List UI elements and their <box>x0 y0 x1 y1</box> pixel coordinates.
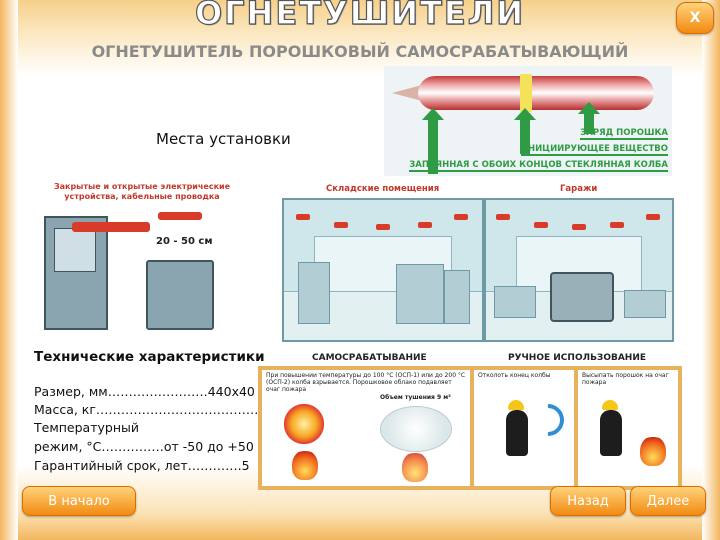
room-title-warehouse: Складские помещения <box>326 184 440 194</box>
extinguisher-band <box>520 74 532 112</box>
manual-step1-panel: Отколоть конец колбы <box>470 366 578 490</box>
auto-trigger-text: При повышении температуры до 100 °С (ОСП… <box>266 372 466 393</box>
auto-trigger-title: САМОСРАБАТЫВАНИЕ <box>312 353 427 363</box>
back-button[interactable]: Назад <box>550 486 626 516</box>
extinguisher-mount <box>158 212 202 220</box>
fire-icon <box>640 436 666 466</box>
room-title-garage: Гаражи <box>560 184 598 194</box>
spec-size: Размер, мм……………………440х40 <box>34 384 255 399</box>
manual-use-title: РУЧНОЕ ИСПОЛЬЗОВАНИЕ <box>508 353 647 363</box>
powder-cloud-icon <box>380 406 452 452</box>
electrical-cabinet <box>44 216 108 330</box>
auto-trigger-volume: Объем тушения 9 м³ <box>380 394 451 401</box>
distance-label: 20 - 50 см <box>156 236 213 247</box>
spec-size-label: Размер, мм <box>34 384 108 399</box>
extinguisher-mount <box>572 224 586 230</box>
workbench <box>494 286 536 318</box>
spec-size-dots: …………………… <box>107 384 208 399</box>
close-button[interactable]: X <box>676 2 714 34</box>
fire-icon <box>292 450 318 480</box>
extinguisher-mount <box>376 224 390 230</box>
spec-warranty-label: Гарантийный срок, лет <box>34 458 188 473</box>
person-icon <box>600 410 622 456</box>
diagram-label-powder: ЗАРЯД ПОРОШКА <box>580 128 668 140</box>
spec-mass-label: Масса, кг <box>34 402 96 417</box>
arrow-up-icon <box>514 108 536 154</box>
fire-icon <box>402 452 428 482</box>
manual-step2-text: Высыпать порошок на очаг пожара <box>582 372 669 386</box>
manual-step2-panel: Высыпать порошок на очаг пожара <box>574 366 682 490</box>
spec-mass-dots: ………………………………… <box>95 402 259 417</box>
rotate-arrow-icon <box>525 397 571 443</box>
arrow-up-icon <box>422 108 444 174</box>
storage-shelf <box>444 270 470 324</box>
extinguisher-mount <box>418 222 432 228</box>
extinguisher-tip <box>392 85 422 101</box>
spec-warranty: Гарантийный срок, лет………….5 <box>34 458 250 473</box>
helmet-icon <box>508 400 524 410</box>
person-icon <box>506 410 528 456</box>
warehouse-illustration <box>282 198 484 342</box>
page-subtitle: ОГНЕТУШИТЕЛЬ ПОРОШКОВЫЙ САМОСРАБАТЫВАЮЩИ… <box>91 42 629 61</box>
spec-temp-line1: Температурный <box>34 420 139 435</box>
extinguisher-mount <box>72 222 150 232</box>
spec-size-value: 440х40 <box>207 384 255 399</box>
cabinet-illustration: Закрытые и открытые электрические устрой… <box>30 182 262 334</box>
electrical-machine <box>146 260 214 330</box>
room-wall <box>516 236 642 292</box>
spec-temp-dots: …………… <box>101 439 164 454</box>
diagram-label-flask: ЗАПАЯННАЯ С ОБОИХ КОНЦОВ СТЕКЛЯННАЯ КОЛБ… <box>409 160 668 172</box>
manual-step1-text: Отколоть конец колбы <box>478 372 551 379</box>
extinguisher-mount <box>534 222 548 228</box>
extinguisher-mount <box>646 214 660 220</box>
garage-illustration <box>484 198 674 342</box>
explosion-icon <box>284 404 324 444</box>
cabinet-caption: Закрытые и открытые электрические устрой… <box>53 182 231 201</box>
spec-temp-value: от -50 до +50 <box>163 439 254 454</box>
arrow-up-icon <box>578 102 600 134</box>
next-button[interactable]: Далее <box>630 486 706 516</box>
extinguisher-diagram: ЗАРЯД ПОРОШКА ИНИЦИИРУЮЩЕЕ ВЕЩЕСТВО ЗАПА… <box>384 66 672 176</box>
storage-shelf <box>298 262 330 324</box>
page-title: ОГНЕТУШИТЕЛИ <box>194 0 526 33</box>
extinguisher-mount <box>334 222 348 228</box>
extinguisher-mount <box>496 214 510 220</box>
truck <box>550 272 614 322</box>
storage-shelf <box>396 264 444 324</box>
spec-warranty-value: 5 <box>241 458 250 473</box>
start-button[interactable]: В начало <box>22 486 136 516</box>
installation-label: Места установки <box>156 130 291 148</box>
spec-warranty-dots: …………. <box>187 458 242 473</box>
cabinet-panel <box>54 228 96 272</box>
extinguisher-mount <box>610 222 624 228</box>
diagram-label-initiator: ИНИЦИИРУЮЩЕЕ ВЕЩЕСТВО <box>520 144 668 156</box>
extinguisher-mount <box>296 214 310 220</box>
extinguisher-mount <box>454 214 468 220</box>
helmet-icon <box>602 400 618 410</box>
extinguisher-tube <box>418 76 654 110</box>
spec-temp: режим, °С……………от -50 до +50 <box>34 439 254 454</box>
specs-heading: Технические характеристики <box>34 349 265 365</box>
workbench <box>624 290 666 318</box>
auto-trigger-panel: При повышении температуры до 100 °С (ОСП… <box>258 366 474 490</box>
spec-mass: Масса, кг…………………………………1 <box>34 402 266 417</box>
spec-temp-label: режим, °С <box>34 439 102 454</box>
